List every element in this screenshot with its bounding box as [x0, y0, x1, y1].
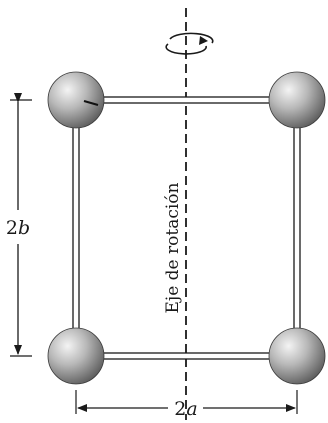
rotation-arrow-icon — [165, 32, 214, 55]
width-dimension — [75, 390, 298, 414]
height-label: 2b — [6, 217, 30, 239]
sphere-top-left-mark — [83, 100, 99, 106]
height-dimension — [10, 93, 32, 357]
rod-left — [72, 119, 80, 335]
axis-label: Eje de rotación — [163, 182, 183, 313]
rod-bottom — [95, 352, 277, 360]
sphere-bottom-left — [47, 327, 105, 385]
sphere-bottom-right — [268, 327, 326, 385]
width-label: 2a — [174, 398, 197, 420]
width-label-var: a — [186, 398, 197, 420]
height-label-coef: 2 — [6, 217, 18, 239]
height-label-var: b — [18, 217, 30, 239]
sphere-top-left — [47, 71, 105, 129]
rod-right — [293, 119, 301, 335]
sphere-top-right — [268, 71, 326, 129]
rod-top — [95, 96, 277, 104]
width-label-coef: 2 — [174, 398, 186, 420]
